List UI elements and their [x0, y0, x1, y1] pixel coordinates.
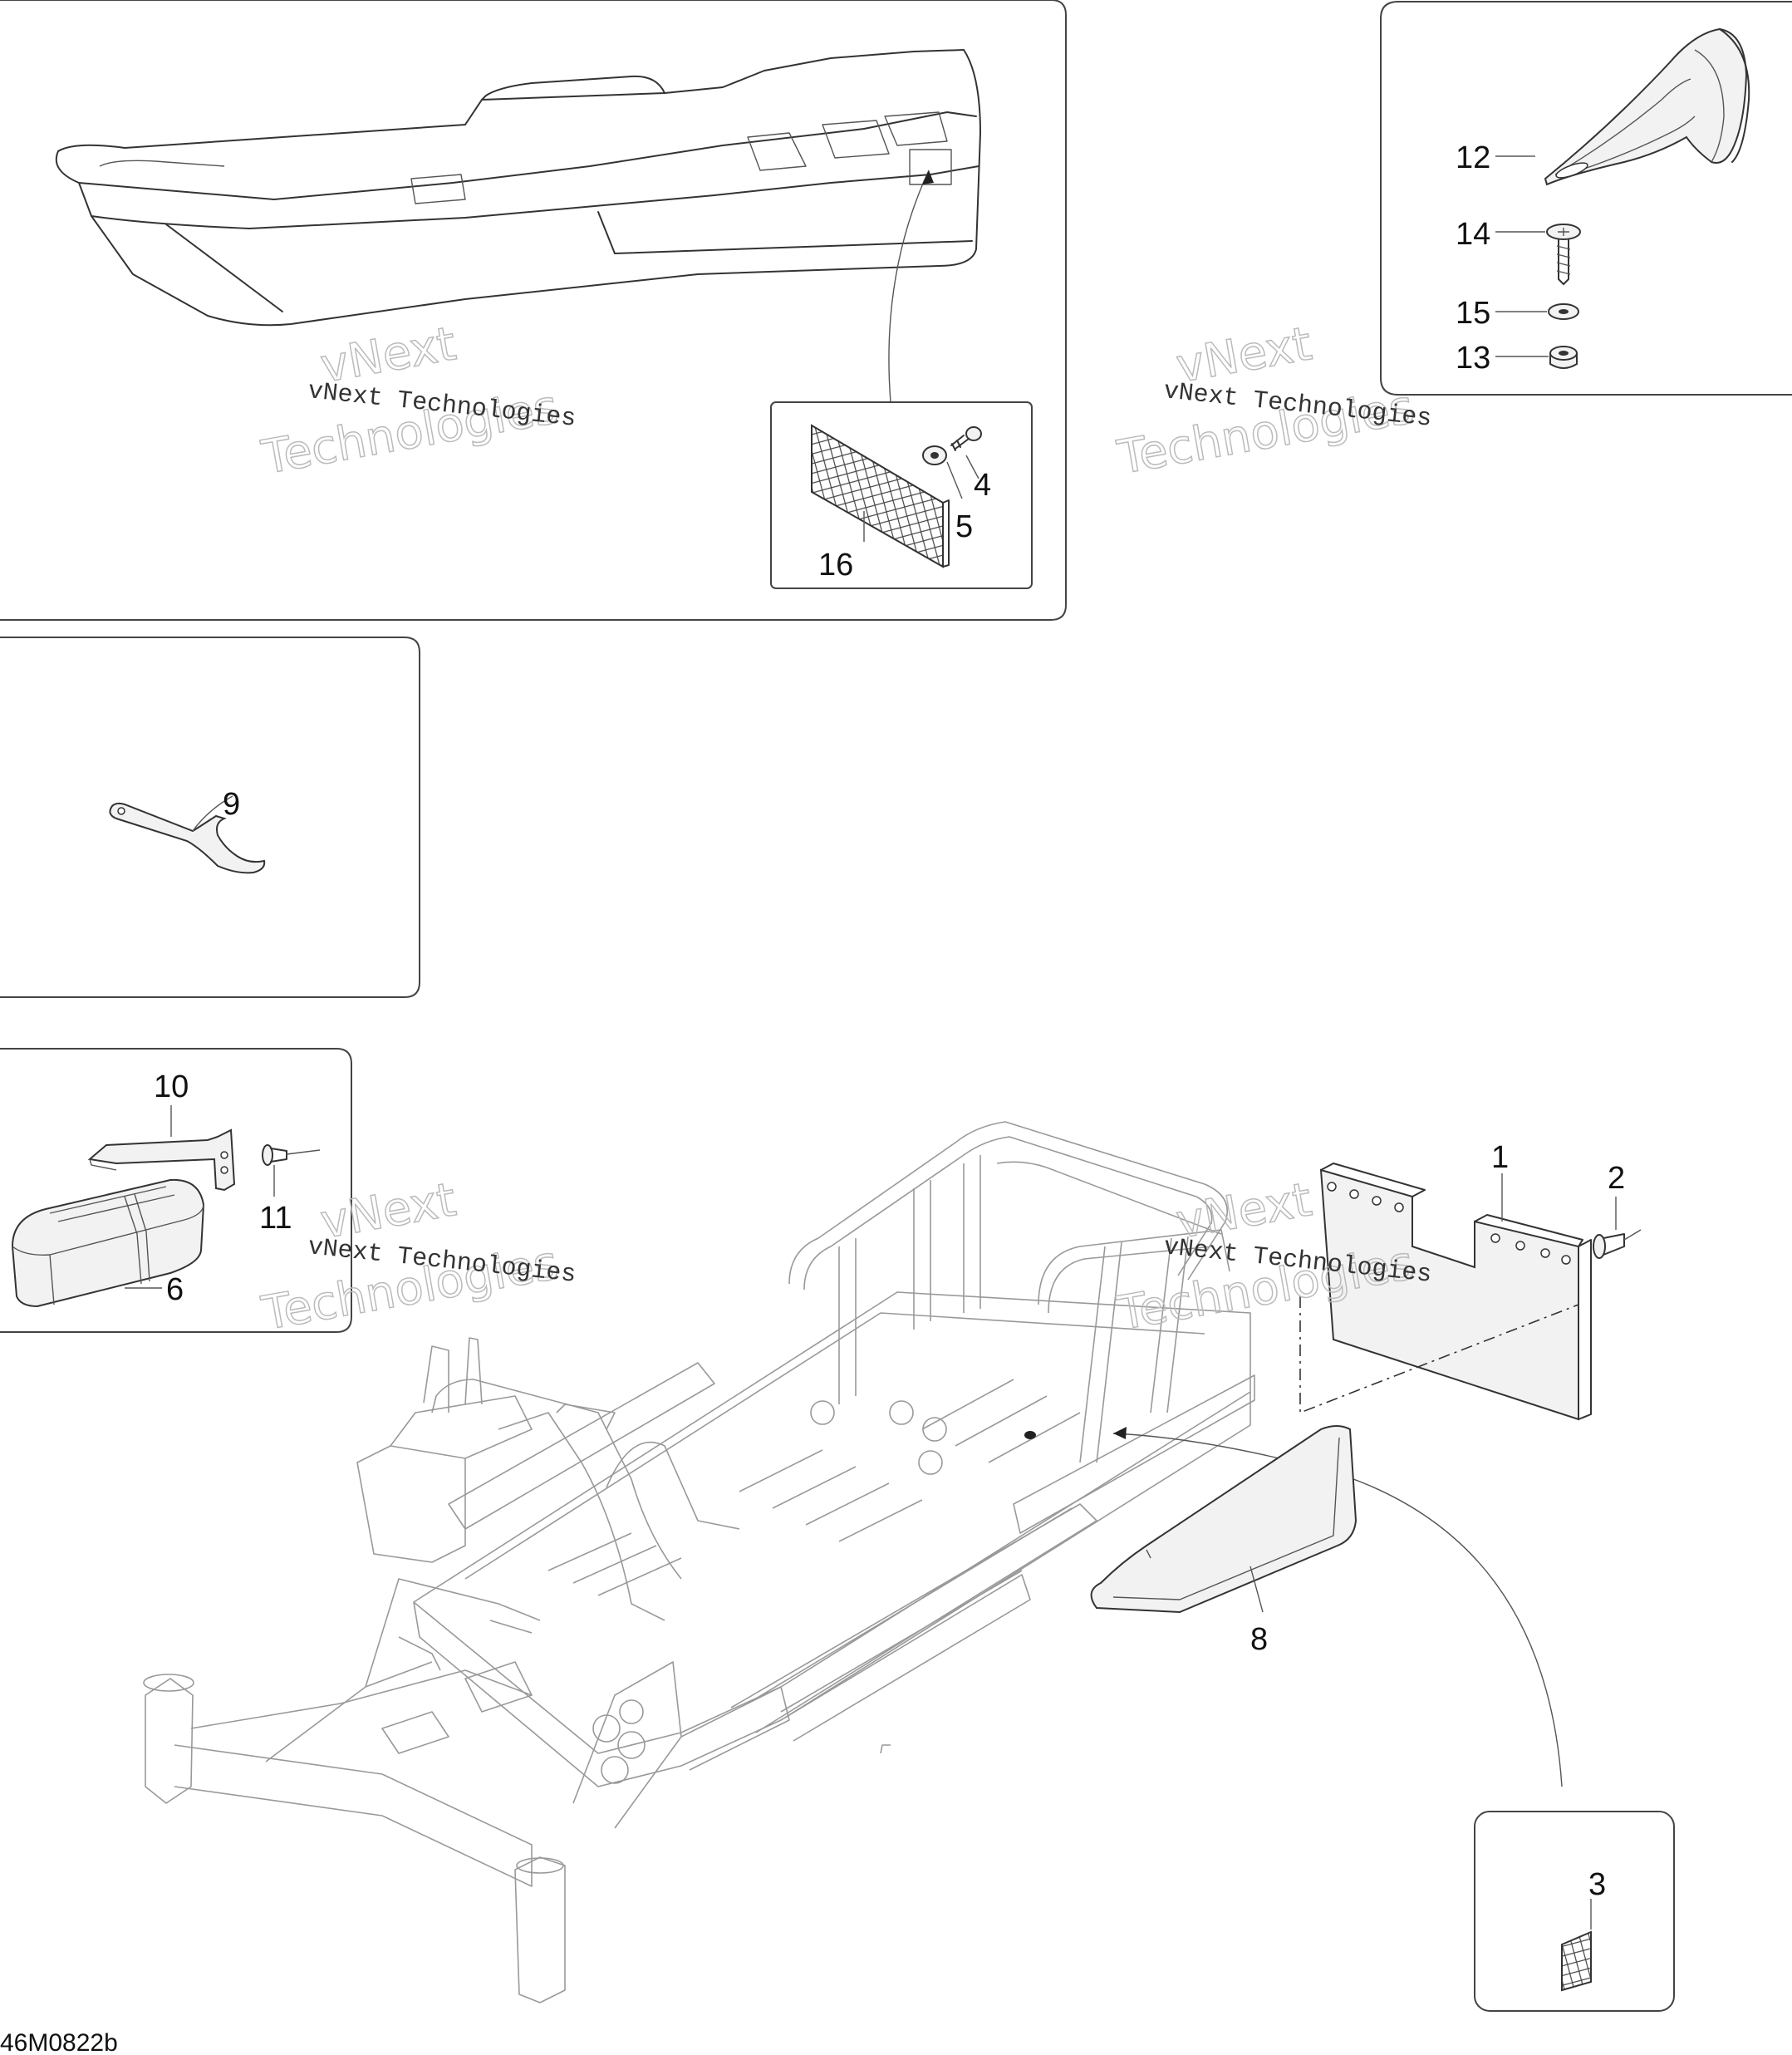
- decal-8: [1090, 1425, 1358, 1614]
- nut-13: [1549, 346, 1578, 369]
- watermark-1: vNext Technologies vNext Technologies: [257, 317, 577, 486]
- hood-drawing: [55, 49, 981, 327]
- watermark-2: vNext Technologies vNext Technologies: [1112, 317, 1432, 486]
- hood-panel: 4 5 16: [0, 0, 1067, 621]
- spanner-wrench: [109, 795, 266, 874]
- callout-5: 5: [955, 509, 973, 544]
- callout-15: 15: [1456, 296, 1490, 331]
- callout-3: 3: [1588, 1867, 1606, 1902]
- rivet-11: [262, 1144, 321, 1197]
- chassis-frame: [143, 1121, 1563, 2003]
- diagram-code: 46M0822b: [0, 2029, 118, 2055]
- screw-14: [1546, 224, 1581, 285]
- bracket-10: [87, 1128, 236, 1192]
- bag-panel: 10 11 6: [0, 1048, 352, 1333]
- callout-9: 9: [223, 787, 240, 822]
- reflector-inset: 4 5 16: [770, 401, 1033, 589]
- bag-6: [11, 1178, 205, 1308]
- callout-6: 6: [166, 1272, 184, 1307]
- reflector-3-panel: 3: [1474, 1811, 1675, 2012]
- mirror-drawing: [1544, 27, 1750, 186]
- callout-1: 1: [1491, 1140, 1509, 1175]
- decal-leader: [1112, 1433, 1563, 1787]
- callout-16: 16: [818, 548, 853, 583]
- flap-centerline: [1299, 1296, 1579, 1414]
- callout-4: 4: [974, 468, 991, 503]
- wrench-panel: 9: [0, 637, 420, 998]
- callout-11: 11: [259, 1201, 292, 1236]
- reflector-leader: [888, 170, 930, 403]
- rivet-2: [1593, 1197, 1642, 1259]
- mud-flap-1: [1319, 1163, 1592, 1421]
- callout-8: 8: [1250, 1622, 1268, 1657]
- washer-15: [1548, 303, 1579, 320]
- watermark-3: vNext Technologies vNext Technologies: [257, 1173, 577, 1342]
- callout-10: 10: [154, 1069, 189, 1104]
- callout-14: 14: [1456, 217, 1490, 252]
- callout-12: 12: [1456, 140, 1490, 175]
- callout-13: 13: [1456, 341, 1490, 376]
- mirror-panel: 12 14 15 13: [1380, 1, 1792, 396]
- callout-2: 2: [1608, 1161, 1625, 1196]
